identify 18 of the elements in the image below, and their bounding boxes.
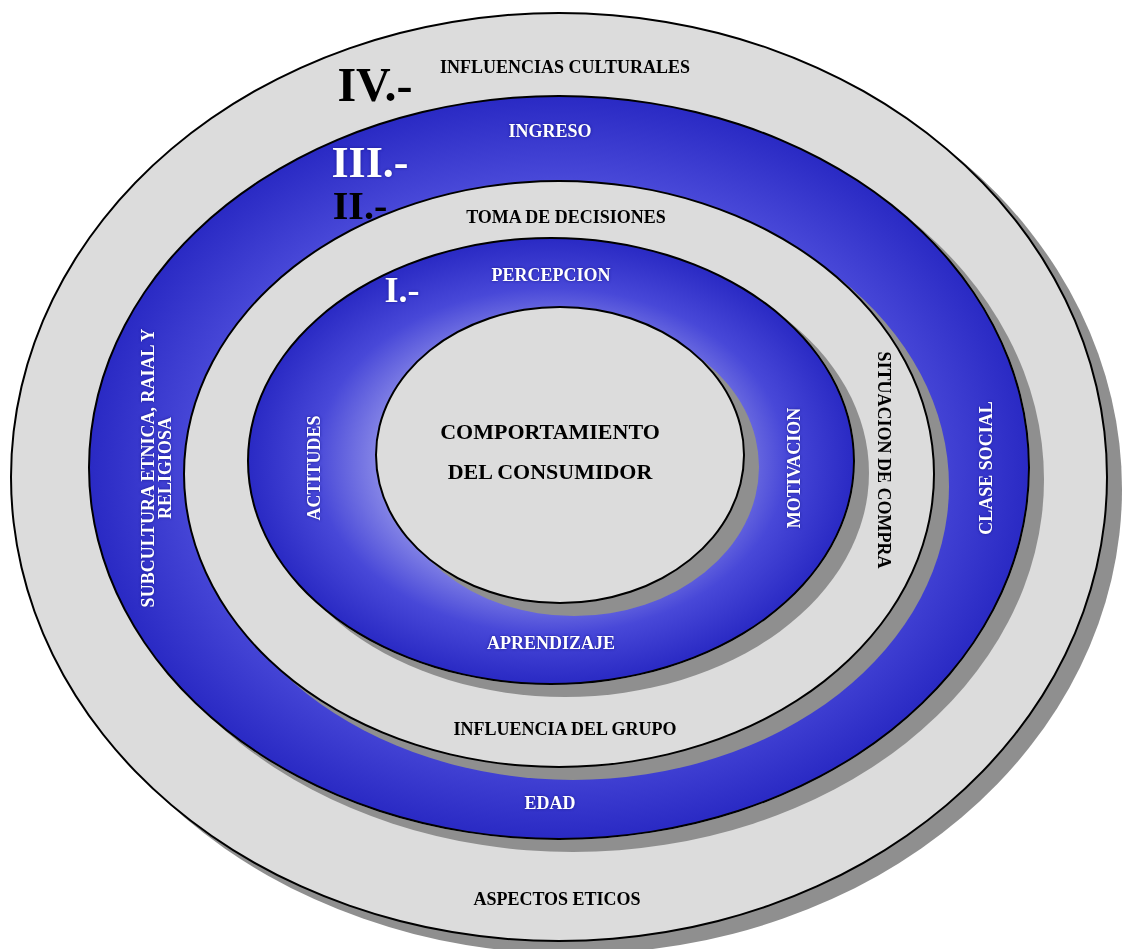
ring-label: EDAD (524, 793, 576, 813)
ring-number: II.- (332, 186, 388, 226)
ring-label: CLASE SOCIAL (976, 401, 996, 535)
ring-number: IV.- (337, 61, 413, 109)
ring-label: APRENDIZAJE (487, 633, 615, 653)
ring-title: INGRESO (508, 121, 592, 141)
ring-title: INFLUENCIAS CULTURALES (440, 57, 690, 77)
ring-number: III.- (331, 141, 409, 185)
center-label: COMPORTAMIENTO DEL CONSUMIDOR (439, 418, 661, 486)
ring-label: SUBCULTURA ETNICA, RAIAL Y RELIGIOSA (139, 327, 175, 610)
ring-title: TOMA DE DECISIONES (466, 207, 666, 227)
ring-label: SITUACION DE COMPRA (874, 351, 894, 569)
ring-label: MOTIVACION (784, 407, 804, 529)
ring-label: ASPECTOS ETICOS (473, 889, 641, 909)
ring-number: I.- (384, 272, 420, 308)
ring-label: INFLUENCIA DEL GRUPO (453, 719, 677, 739)
ring-title: PERCEPCION (491, 265, 611, 285)
ring-label: ACTITUDES (304, 415, 324, 521)
